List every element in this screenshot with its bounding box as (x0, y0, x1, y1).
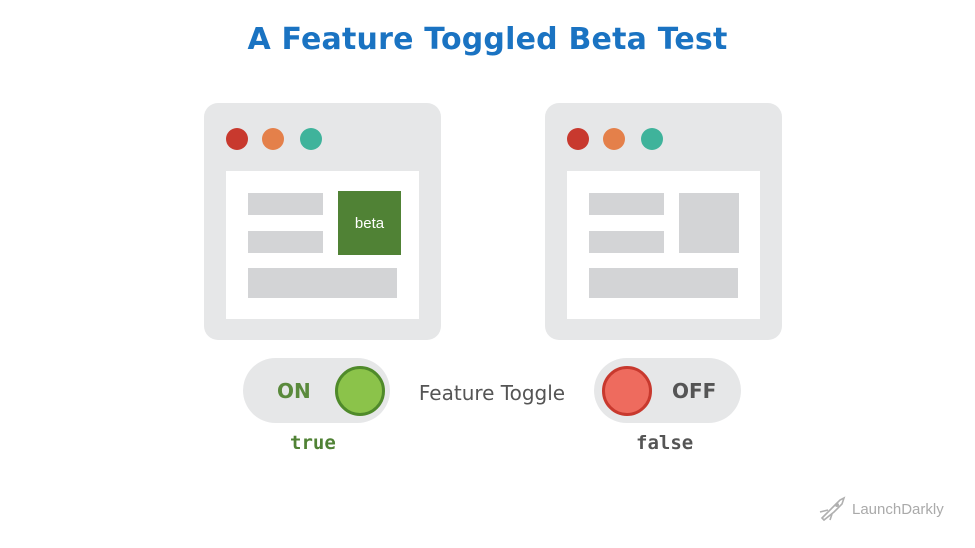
value-false-label: false (636, 432, 694, 454)
toggle-knob-off[interactable] (602, 366, 652, 416)
placeholder-block (589, 268, 738, 298)
feature-toggle-label: Feature Toggle (418, 381, 566, 405)
logo-text: LaunchDarkly (852, 500, 944, 518)
window-minimize-dot (262, 128, 284, 150)
toggle-switch-on[interactable]: ON (243, 358, 390, 423)
window-maximize-dot (641, 128, 663, 150)
window-close-dot (567, 128, 589, 150)
window-minimize-dot (603, 128, 625, 150)
window-content: beta (226, 171, 419, 319)
rocket-logo-icon (819, 496, 846, 522)
page-title: A Feature Toggled Beta Test (247, 22, 728, 57)
browser-window-feature-on: beta (204, 103, 441, 340)
placeholder-line (248, 193, 323, 215)
placeholder-line (248, 231, 323, 253)
window-maximize-dot (300, 128, 322, 150)
placeholder-block (248, 268, 397, 298)
toggle-off-label: OFF (672, 379, 717, 403)
beta-feature-label: beta (354, 214, 385, 232)
window-close-dot (226, 128, 248, 150)
value-true-label: true (290, 432, 336, 454)
empty-feature-box (679, 193, 739, 253)
toggle-on-label: ON (277, 379, 311, 403)
browser-window-feature-off (545, 103, 782, 340)
toggle-knob-on[interactable] (335, 366, 385, 416)
placeholder-line (589, 193, 664, 215)
launchdarkly-logo: LaunchDarkly (818, 496, 944, 522)
window-content (567, 171, 760, 319)
beta-feature-box: beta (338, 191, 401, 255)
toggle-switch-off[interactable]: OFF (594, 358, 741, 423)
placeholder-line (589, 231, 664, 253)
